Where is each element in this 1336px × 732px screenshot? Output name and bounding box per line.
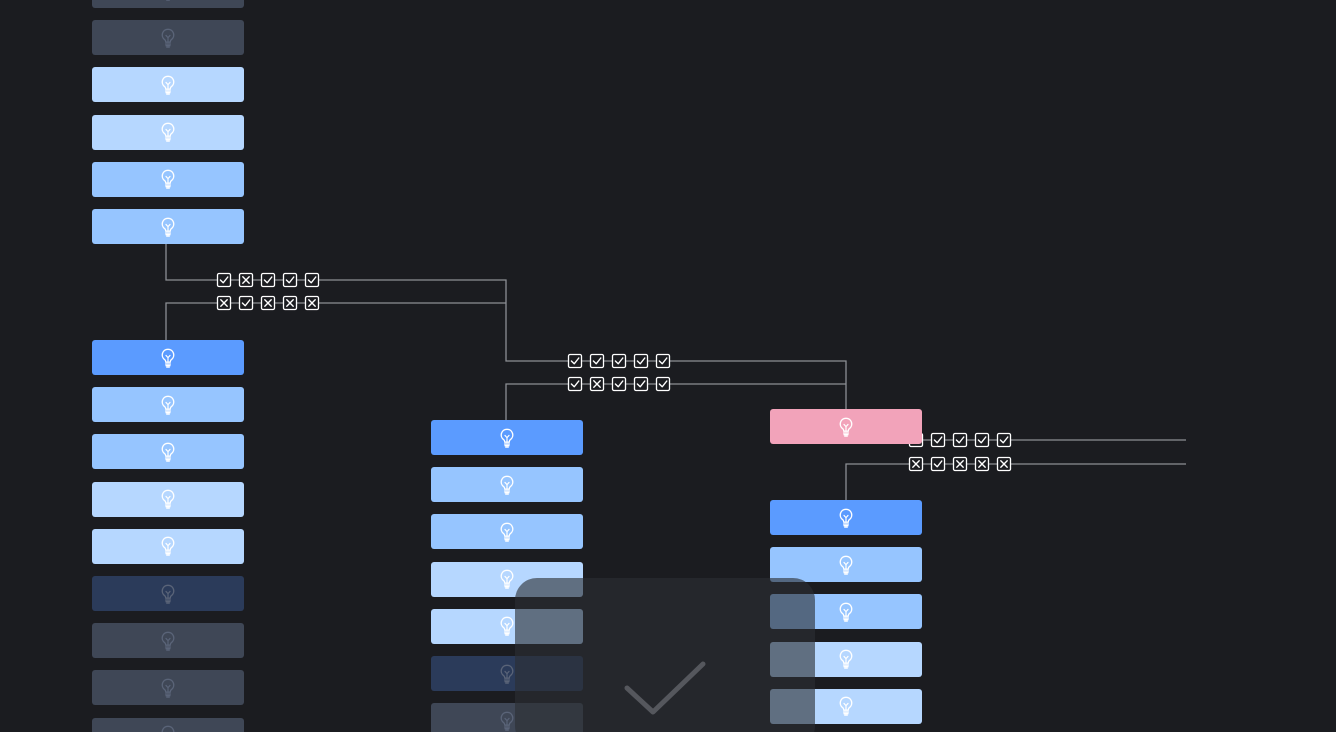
checkmark-icon	[624, 661, 706, 715]
check-mark-icon	[655, 376, 671, 392]
lightbulb-icon	[161, 217, 175, 237]
check-mark-icon	[633, 376, 649, 392]
check-mark-icon	[260, 272, 276, 288]
tile[interactable]	[92, 161, 244, 197]
lightbulb-icon	[161, 169, 175, 190]
tile[interactable]	[92, 717, 244, 732]
tile[interactable]	[92, 67, 244, 103]
cross-mark-icon	[304, 295, 320, 311]
lightbulb-icon	[839, 508, 853, 528]
check-mark-icon	[567, 353, 583, 369]
lightbulb-icon	[166, 0, 170, 1]
check-mark-icon	[611, 376, 627, 392]
cross-mark-icon	[996, 456, 1012, 472]
lightbulb-icon	[161, 678, 175, 698]
tile[interactable]	[92, 481, 244, 517]
tile[interactable]	[431, 514, 583, 550]
cross-mark-icon	[216, 295, 232, 311]
lightbulb-icon	[161, 348, 175, 368]
lightbulb-icon	[839, 602, 853, 622]
tile[interactable]	[92, 20, 244, 56]
lightbulb-icon	[500, 428, 514, 448]
tile[interactable]	[92, 114, 244, 150]
connector-line	[165, 302, 506, 340]
lightbulb-icon	[500, 569, 514, 589]
check-mark-icon	[952, 432, 968, 448]
cross-mark-icon	[589, 376, 605, 392]
check-mark-icon	[611, 353, 627, 369]
cross-mark-icon	[974, 456, 990, 472]
confirm-overlay[interactable]	[515, 578, 815, 732]
tile[interactable]	[770, 500, 922, 535]
connector-line	[845, 463, 1186, 500]
lightbulb-icon	[161, 584, 175, 604]
check-mark-icon	[567, 376, 583, 392]
lightbulb-icon	[161, 536, 175, 557]
lightbulb-icon	[161, 122, 175, 142]
cross-mark-icon	[952, 456, 968, 472]
tile[interactable]	[770, 547, 922, 583]
tile[interactable]	[92, 387, 244, 423]
lightbulb-icon	[161, 395, 175, 415]
cross-mark-icon	[260, 295, 276, 311]
lightbulb-icon	[500, 711, 514, 731]
check-mark-icon	[633, 353, 649, 369]
lightbulb-icon	[500, 664, 514, 684]
lightbulb-icon	[161, 631, 175, 651]
match-row	[567, 353, 671, 369]
check-mark-icon	[996, 432, 1012, 448]
tile[interactable]	[431, 420, 583, 455]
connector-line	[165, 244, 847, 409]
tile[interactable]	[92, 0, 244, 8]
lightbulb-icon	[161, 489, 175, 509]
lightbulb-icon	[839, 696, 853, 717]
tile[interactable]	[92, 576, 244, 611]
check-mark-icon	[930, 456, 946, 472]
check-mark-icon	[974, 432, 990, 448]
tile[interactable]	[92, 670, 244, 706]
tile[interactable]	[431, 467, 583, 503]
check-mark-icon	[282, 272, 298, 288]
check-mark-icon	[655, 353, 671, 369]
check-mark-icon	[930, 432, 946, 448]
lightbulb-icon	[161, 725, 175, 732]
lightbulb-icon	[500, 616, 514, 637]
check-mark-icon	[589, 353, 605, 369]
cross-mark-icon	[238, 272, 254, 288]
lightbulb-icon	[839, 555, 853, 575]
match-row	[567, 376, 671, 392]
tile[interactable]	[92, 528, 244, 564]
lightbulb-icon	[500, 522, 514, 542]
lightbulb-icon	[839, 417, 853, 437]
lightbulb-icon	[161, 28, 175, 48]
lightbulb-icon	[161, 442, 175, 462]
tile[interactable]	[92, 209, 244, 244]
tile[interactable]	[92, 340, 244, 375]
cross-mark-icon	[908, 456, 924, 472]
match-row	[216, 295, 320, 311]
match-row	[908, 456, 1012, 472]
cross-mark-icon	[282, 295, 298, 311]
tile[interactable]	[92, 434, 244, 470]
lightbulb-icon	[161, 75, 175, 95]
tile[interactable]	[770, 409, 922, 444]
check-mark-icon	[238, 295, 254, 311]
match-row	[216, 272, 320, 288]
lightbulb-icon	[839, 649, 853, 669]
tile[interactable]	[92, 623, 244, 659]
check-mark-icon	[304, 272, 320, 288]
connector-line	[505, 383, 846, 420]
check-mark-icon	[216, 272, 232, 288]
lightbulb-icon	[500, 475, 514, 495]
